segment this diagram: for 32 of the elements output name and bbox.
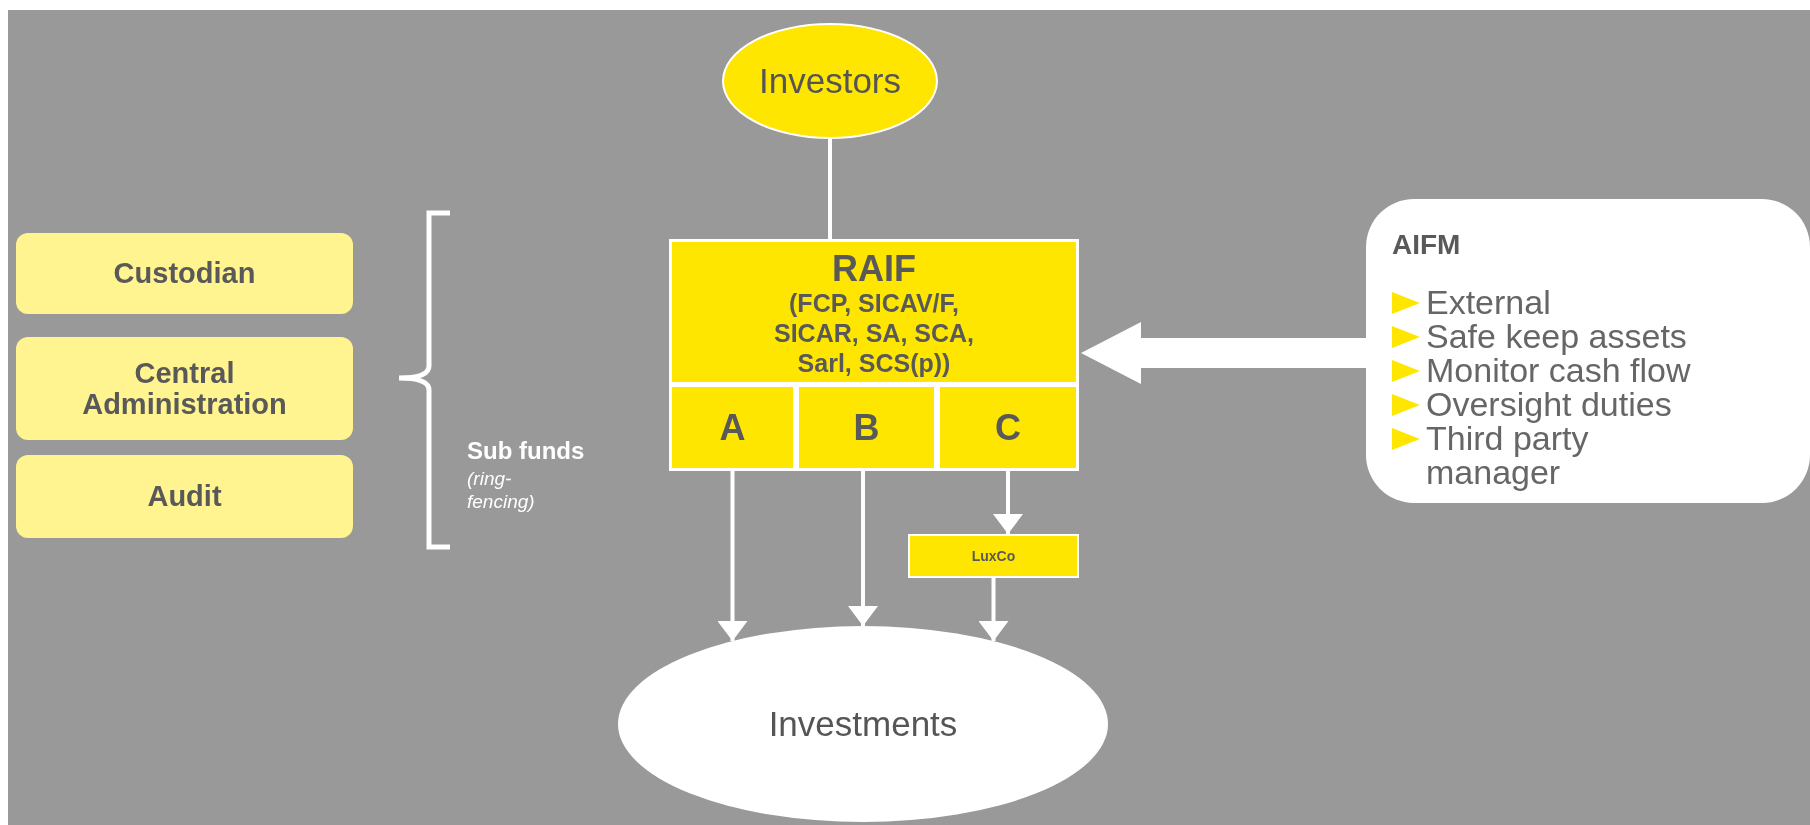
node-label: Custodian bbox=[112, 258, 257, 289]
fund-box bbox=[669, 239, 1079, 471]
arrow bbox=[848, 471, 878, 626]
node-label: A bbox=[719, 406, 746, 449]
arrow bbox=[717, 471, 748, 642]
node-label: Investments bbox=[768, 704, 958, 744]
annotation-text: Sub funds bbox=[467, 437, 585, 465]
node-label: Central Administration bbox=[81, 357, 288, 420]
service-provider-box bbox=[16, 455, 353, 538]
block-arrow bbox=[1081, 322, 1366, 384]
sub-fund-box bbox=[937, 384, 1079, 471]
list-item: External bbox=[1426, 285, 1552, 319]
company-box bbox=[908, 534, 1079, 578]
service-provider-box bbox=[16, 337, 353, 440]
node-label: LuxCo bbox=[971, 548, 1016, 564]
connector-line bbox=[828, 139, 832, 239]
annotation-text: (ring-fencing) bbox=[467, 467, 536, 513]
node-title: RAIF bbox=[832, 250, 916, 288]
node-label: C bbox=[995, 406, 1021, 449]
sub-fund-box bbox=[796, 384, 937, 471]
arrow bbox=[993, 471, 1023, 534]
list-item: Safe keep assets bbox=[1426, 319, 1688, 353]
service-provider-box bbox=[16, 233, 353, 314]
manager-card bbox=[1366, 199, 1810, 503]
node-label: Audit bbox=[146, 481, 223, 512]
node-label: B bbox=[853, 406, 880, 449]
node-title: AIFM bbox=[1392, 229, 1462, 261]
list-item: Oversight duties bbox=[1426, 387, 1673, 421]
sub-fund-box bbox=[669, 384, 796, 471]
node-label: (FCP, SICAV/F, SICAR, SA, SCA, Sarl, SCS(p)) bbox=[773, 288, 975, 378]
arrow bbox=[978, 578, 1009, 642]
node-label: Investors bbox=[759, 61, 901, 101]
